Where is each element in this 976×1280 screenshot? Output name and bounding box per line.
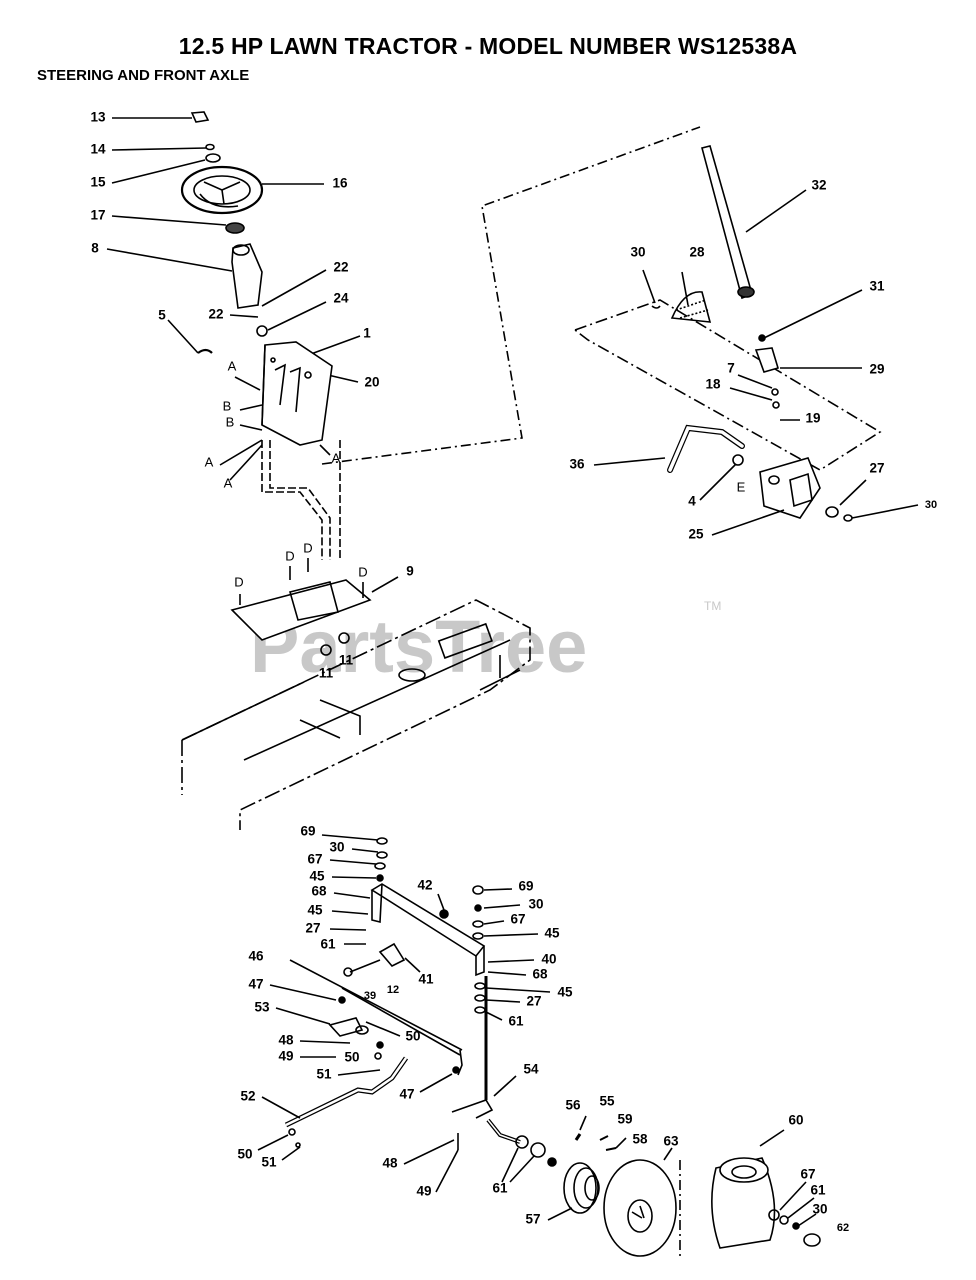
- callout-30: 30: [925, 499, 937, 511]
- callout-63: 63: [663, 1134, 679, 1149]
- callout-55: 55: [599, 1094, 615, 1109]
- callout-D: D: [234, 574, 243, 589]
- steering-gear-assembly: [573, 145, 919, 536]
- callout-42: 42: [417, 878, 432, 893]
- callout-1: 1: [363, 326, 371, 341]
- callout-36: 36: [569, 457, 585, 472]
- watermark-tm: TM: [704, 599, 721, 613]
- callout-51: 51: [261, 1155, 277, 1170]
- callout-41: 41: [418, 972, 434, 987]
- callout-D: D: [303, 540, 312, 555]
- callout-7: 7: [727, 361, 735, 376]
- callout-45: 45: [309, 869, 325, 884]
- callout-45: 45: [557, 985, 573, 1000]
- callout-45: 45: [307, 903, 323, 918]
- callout-48: 48: [382, 1156, 398, 1171]
- callout-9: 9: [406, 564, 414, 579]
- callout-22: 22: [333, 260, 348, 275]
- callout-30: 30: [812, 1202, 827, 1217]
- front-axle-assembly: [257, 834, 821, 1257]
- callout-47: 47: [399, 1087, 414, 1102]
- callout-68: 68: [311, 884, 327, 899]
- callout-27: 27: [869, 461, 884, 476]
- callout-25: 25: [688, 527, 704, 542]
- callout-22: 22: [208, 307, 223, 322]
- callout-62: 62: [837, 1222, 849, 1234]
- callout-20: 20: [364, 375, 379, 390]
- callout-53: 53: [254, 1000, 270, 1015]
- callout-57: 57: [525, 1212, 540, 1227]
- callout-13: 13: [90, 110, 106, 125]
- page-title: 12.5 HP LAWN TRACTOR - MODEL NUMBER WS12…: [178, 33, 798, 59]
- callout-49: 49: [416, 1184, 431, 1199]
- callout-30: 30: [630, 245, 645, 260]
- callout-A: A: [228, 358, 237, 373]
- callout-14: 14: [90, 142, 106, 157]
- callout-18: 18: [705, 377, 721, 392]
- callout-61: 61: [492, 1181, 508, 1196]
- callout-27: 27: [305, 921, 320, 936]
- callout-56: 56: [565, 1098, 581, 1113]
- callout-50: 50: [344, 1050, 359, 1065]
- callout-A: A: [332, 450, 341, 465]
- callout-39: 39: [364, 990, 376, 1002]
- callout-30: 30: [329, 840, 344, 855]
- callout-17: 17: [90, 208, 105, 223]
- callout-67: 67: [800, 1167, 815, 1182]
- callout-24: 24: [333, 291, 349, 306]
- callout-12: 12: [387, 984, 399, 996]
- callout-19: 19: [805, 411, 820, 426]
- callout-68: 68: [532, 967, 548, 982]
- callout-E: E: [737, 479, 746, 494]
- callout-B: B: [223, 398, 232, 413]
- callout-4: 4: [688, 494, 696, 509]
- callout-A: A: [205, 454, 214, 469]
- callout-B: B: [226, 414, 235, 429]
- callout-50: 50: [405, 1029, 420, 1044]
- callout-51: 51: [316, 1067, 332, 1082]
- callout-46: 46: [248, 949, 264, 964]
- callout-67: 67: [510, 912, 525, 927]
- callout-D: D: [285, 548, 294, 563]
- callout-31: 31: [869, 279, 885, 294]
- callout-29: 29: [869, 362, 884, 377]
- callout-69: 69: [518, 879, 533, 894]
- callout-A: A: [224, 475, 233, 490]
- callout-16: 16: [332, 176, 348, 191]
- callout-67: 67: [307, 852, 322, 867]
- callout-59: 59: [617, 1112, 632, 1127]
- callout-69: 69: [300, 824, 315, 839]
- callout-8: 8: [91, 241, 99, 256]
- callout-60: 60: [788, 1113, 803, 1128]
- callout-54: 54: [523, 1062, 539, 1077]
- callout-61: 61: [810, 1183, 826, 1198]
- callout-32: 32: [811, 178, 826, 193]
- callout-40: 40: [541, 952, 556, 967]
- callout-47: 47: [248, 977, 263, 992]
- callout-11: 11: [339, 653, 354, 668]
- callout-15: 15: [90, 175, 106, 190]
- callout-D: D: [358, 564, 367, 579]
- steering-assembly: [106, 111, 701, 830]
- section-subtitle: STEERING AND FRONT AXLE: [37, 67, 250, 84]
- callout-5: 5: [158, 308, 166, 323]
- callout-61: 61: [320, 937, 336, 952]
- callout-61: 61: [508, 1014, 524, 1029]
- callout-30: 30: [528, 897, 543, 912]
- callout-27: 27: [526, 994, 541, 1009]
- callout-48: 48: [278, 1033, 294, 1048]
- callout-45: 45: [544, 926, 560, 941]
- callout-58: 58: [632, 1132, 648, 1147]
- callout-11: 11: [319, 666, 334, 681]
- callout-50: 50: [237, 1147, 252, 1162]
- callout-52: 52: [240, 1089, 255, 1104]
- callout-28: 28: [689, 245, 705, 260]
- callout-49: 49: [278, 1049, 293, 1064]
